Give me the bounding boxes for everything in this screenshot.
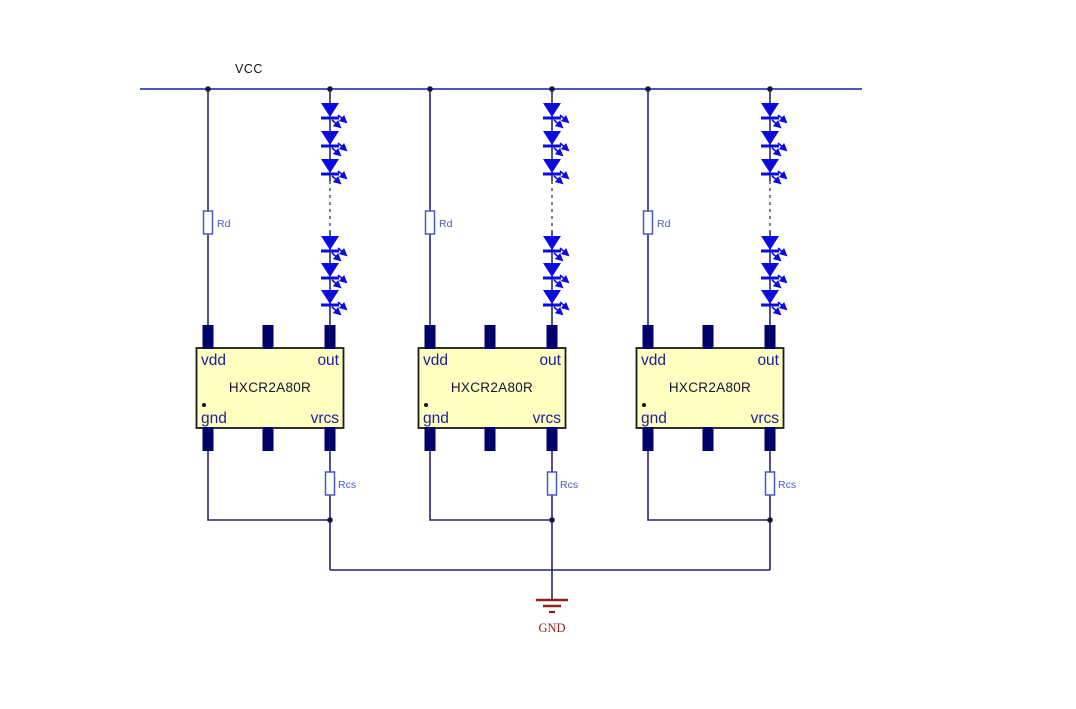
sense-junction-dot [327, 517, 333, 523]
pin-vrcs [546, 427, 558, 451]
pin-out [764, 325, 776, 349]
led-icon [543, 290, 568, 314]
led-icon [543, 236, 568, 260]
led-icon [321, 263, 346, 287]
rail-junction-dot [205, 86, 211, 92]
resistor-rd [424, 210, 436, 235]
pin-label-vrcs: vrcs [751, 410, 780, 427]
led-icon [761, 131, 786, 155]
led-icon [321, 236, 346, 260]
pin-label-vdd: vdd [641, 352, 666, 369]
sense-junction-dot [549, 517, 555, 523]
rail-junction-dot [327, 86, 333, 92]
led-icon [543, 263, 568, 287]
pin-bottom-middle [262, 427, 274, 451]
pin-vrcs [764, 427, 776, 451]
pin-label-out: out [317, 352, 339, 369]
led-icon [543, 159, 568, 183]
pin-label-gnd: gnd [641, 410, 667, 427]
led-driver-block-2: vdd out gnd vrcs HXCR2A80R Rd Rcs [417, 86, 578, 570]
chip-name: HXCR2A80R [669, 380, 751, 395]
pin-out [546, 325, 558, 349]
gnd-return-wire [429, 449, 552, 521]
resistor-rcs-label: Rcs [338, 479, 356, 491]
led-icon [543, 103, 568, 127]
led-icon [321, 290, 346, 314]
pin-out [324, 325, 336, 349]
led-icon [543, 131, 568, 155]
sense-junction-dot [767, 517, 773, 523]
pin1-marker [424, 403, 428, 407]
pin-label-out: out [757, 352, 779, 369]
pin1-marker [202, 403, 206, 407]
pin-label-out: out [539, 352, 561, 369]
led-driver-block-3: vdd out gnd vrcs HXCR2A80R Rd Rcs [635, 86, 796, 570]
gnd-return-wire [207, 449, 330, 521]
gnd-return-wire [647, 449, 770, 521]
vcc-label: VCC [235, 62, 263, 76]
chip-name: HXCR2A80R [229, 380, 311, 395]
pin-label-vrcs: vrcs [311, 410, 340, 427]
pin1-marker [642, 403, 646, 407]
resistor-rd-label: Rd [657, 218, 671, 230]
pin-label-vrcs: vrcs [533, 410, 562, 427]
pin-top-middle [702, 325, 714, 349]
pin-label-vdd: vdd [201, 352, 226, 369]
pin-top-middle [484, 325, 496, 349]
pin-top-middle [262, 325, 274, 349]
pin-vrcs [324, 427, 336, 451]
resistor-rcs-label: Rcs [778, 479, 796, 491]
pin-vdd [424, 325, 436, 349]
pin-label-vdd: vdd [423, 352, 448, 369]
rail-junction-dot [767, 86, 773, 92]
led-icon [761, 263, 786, 287]
resistor-rcs [324, 471, 336, 496]
pin-vdd [202, 325, 214, 349]
led-icon [321, 103, 346, 127]
pin-bottom-middle [702, 427, 714, 451]
resistor-rd [642, 210, 654, 235]
gnd-label: GND [538, 621, 565, 635]
led-icon [761, 236, 786, 260]
resistor-rd-label: Rd [217, 218, 231, 230]
led-icon [761, 290, 786, 314]
pin-label-gnd: gnd [201, 410, 227, 427]
led-icon [761, 159, 786, 183]
pin-label-gnd: gnd [423, 410, 449, 427]
pin-gnd [642, 427, 654, 451]
ground-symbol: GND [536, 598, 568, 635]
led-icon [321, 131, 346, 155]
pin-vdd [642, 325, 654, 349]
rail-junction-dot [645, 86, 651, 92]
resistor-rcs [764, 471, 776, 496]
led-driver-block-1: vdd out gnd vrcs HXCR2A80R Rd Rcs [195, 86, 356, 570]
chip-name: HXCR2A80R [451, 380, 533, 395]
resistor-rd-label: Rd [439, 218, 453, 230]
rail-junction-dot [427, 86, 433, 92]
pin-bottom-middle [484, 427, 496, 451]
led-icon [761, 103, 786, 127]
pin-gnd [202, 427, 214, 451]
led-icon [321, 159, 346, 183]
resistor-rcs [546, 471, 558, 496]
chip-body [635, 347, 785, 429]
rail-junction-dot [549, 86, 555, 92]
pin-gnd [424, 427, 436, 451]
resistor-rcs-label: Rcs [560, 479, 578, 491]
resistor-rd [202, 210, 214, 235]
